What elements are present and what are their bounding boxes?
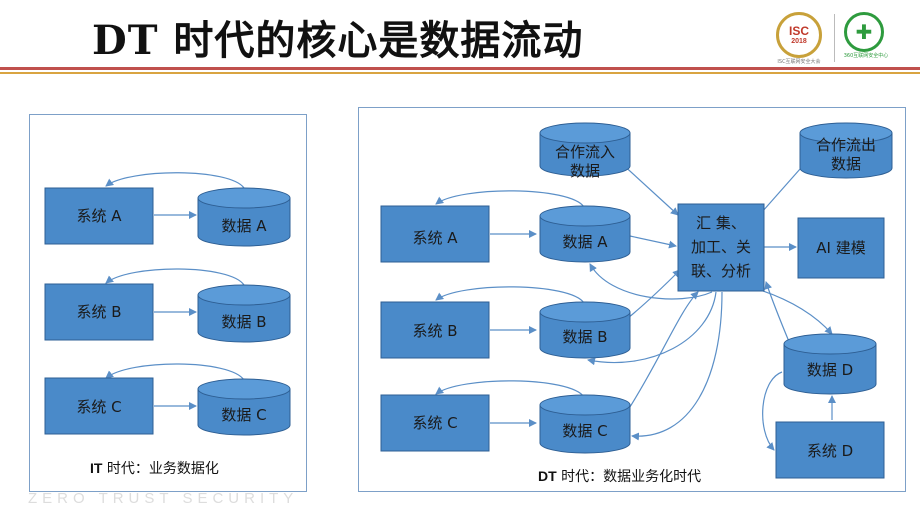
360-logo: ✚ [844, 12, 884, 52]
right-caption-prefix: DT [538, 468, 557, 484]
arrow-data-a-to-hub [629, 235, 677, 249]
right-system-d [775, 421, 885, 479]
title-underline-red [0, 67, 920, 70]
left-system-b-label: 系统 B [76, 303, 121, 321]
hub-label-line2: 加工、关 [691, 238, 751, 256]
isc-logo-text: ISC [788, 23, 809, 38]
arrow-hub-to-data-c [631, 291, 723, 441]
ai-modeling-label: AI 建模 [816, 239, 865, 257]
left-system-a [44, 187, 154, 245]
360-logo-caption: 360互联网安全中心 [843, 53, 889, 59]
right-inflow-data [539, 122, 631, 177]
left-data-c [197, 378, 291, 436]
right-data-c-label: 数据 C [562, 422, 607, 440]
right-system-b-label: 系统 B [412, 322, 457, 340]
right-connectors [435, 159, 836, 451]
outflow-label-line2: 数据 [831, 155, 861, 173]
right-system-d-label: 系统 D [807, 442, 853, 460]
isc-logo-caption: ISC互联网安全大会 [777, 59, 821, 65]
isc-logo: ISC 2018 [776, 12, 822, 58]
left-row-c: 系统 C 数据 C [44, 363, 291, 436]
right-data-d-label: 数据 D [807, 361, 853, 379]
hub-label-line1: 汇 集、 [696, 214, 746, 232]
right-panel-caption: DT 时代：数据业务化时代 [538, 466, 701, 486]
right-data-c [539, 394, 631, 454]
arrow-data-d-to-hub [764, 281, 791, 345]
left-system-b [44, 283, 154, 341]
left-system-a-label: 系统 A [76, 207, 122, 225]
left-loop-arrow-a [105, 172, 245, 189]
right-data-d [783, 333, 877, 395]
right-system-a-label: 系统 A [412, 229, 458, 247]
outflow-label-line1: 合作流出 [816, 136, 876, 154]
right-data-b [539, 301, 631, 359]
right-loop-arrow-a [435, 190, 585, 208]
right-data-a [539, 205, 631, 263]
left-system-c [44, 377, 154, 435]
right-system-c-label: 系统 C [412, 414, 457, 432]
ai-modeling-box [797, 217, 885, 279]
right-system-b [380, 301, 490, 359]
arrow-hub-to-data-b [587, 291, 717, 366]
right-loop-arrow-c [435, 380, 585, 398]
title-underline-gold [0, 72, 920, 74]
left-data-b [197, 284, 291, 343]
arrow-data-d-to-system-d [762, 371, 783, 451]
hub-label-line3: 联、分析 [691, 262, 751, 280]
right-caption-text: 时代：数据业务化时代 [556, 469, 702, 485]
inflow-label-line2: 数据 [570, 162, 600, 180]
left-data-a [197, 187, 291, 247]
arrow-data-c-to-hub [627, 291, 699, 411]
left-caption-text: 时代：业务数据化 [102, 461, 219, 477]
isc-logo-year: 2018 [791, 37, 807, 45]
left-panel-caption: IT 时代：业务数据化 [90, 458, 219, 478]
arrow-hub-to-data-a [589, 263, 713, 300]
left-data-a-label: 数据 A [221, 217, 267, 235]
360-logo-icon: ✚ [855, 20, 873, 44]
right-system-c [380, 394, 490, 452]
logo-divider [834, 14, 835, 62]
left-data-b-label: 数据 B [221, 313, 266, 331]
right-data-a-label: 数据 A [562, 233, 608, 251]
watermark-text: ZERO TRUST SECURITY [28, 490, 299, 507]
hub-box [677, 203, 765, 292]
left-caption-prefix: IT [90, 460, 103, 476]
right-data-b-label: 数据 B [562, 328, 607, 346]
left-system-c-label: 系统 C [76, 398, 121, 416]
left-row-a: 系统 A 数据 A [44, 172, 291, 247]
left-data-c-label: 数据 C [221, 406, 266, 424]
right-loop-arrow-b [435, 286, 585, 304]
inflow-label-line1: 合作流入 [555, 143, 615, 161]
left-loop-arrow-c [105, 363, 245, 381]
left-row-b: 系统 B 数据 B [44, 268, 291, 343]
arrow-data-b-to-hub [627, 269, 681, 319]
arrow-inflow-to-hub [619, 161, 679, 216]
left-loop-arrow-b [105, 268, 245, 286]
page-title: DT 时代的核心是数据流动 [92, 17, 584, 64]
right-system-a [380, 205, 490, 263]
arrow-hub-to-data-d [759, 289, 833, 335]
right-outflow-data [799, 122, 893, 179]
